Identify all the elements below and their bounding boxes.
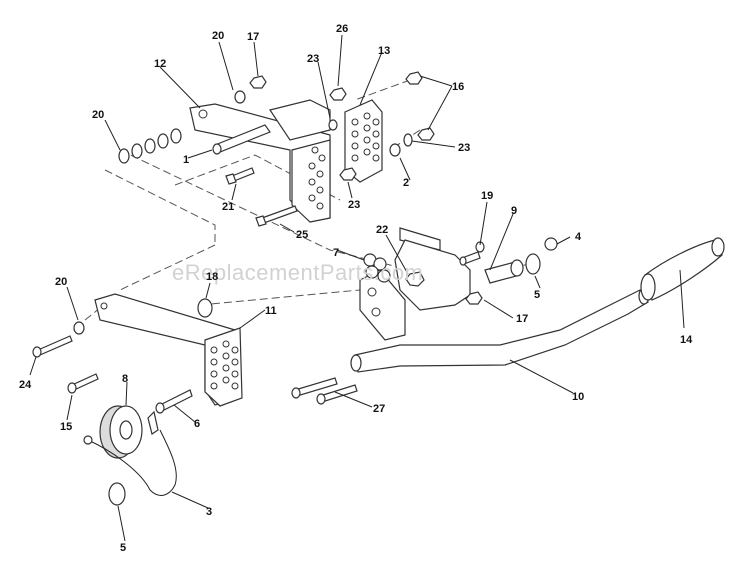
nut <box>405 71 423 85</box>
callout-19: 19 <box>481 190 493 202</box>
upper-left-bracket <box>189 99 331 223</box>
nut <box>329 87 347 101</box>
callout-23b: 23 <box>458 142 470 154</box>
nut <box>339 167 357 181</box>
callout-6: 6 <box>194 418 200 430</box>
watermark: eReplacementParts.com <box>172 260 423 285</box>
callout-2: 2 <box>403 177 409 189</box>
bolt <box>155 389 193 414</box>
bolt <box>459 241 485 266</box>
callout-26: 26 <box>336 23 348 35</box>
callout-27: 27 <box>373 403 385 415</box>
washer <box>234 90 246 104</box>
callout-12: 12 <box>154 58 166 70</box>
callout-8: 8 <box>122 373 128 385</box>
washer <box>73 321 85 335</box>
callout-1: 1 <box>183 154 189 166</box>
spacer-stack <box>363 253 391 283</box>
callout-20c: 20 <box>55 276 67 288</box>
callout-11: 11 <box>265 305 277 317</box>
callout-5: 5 <box>534 289 540 301</box>
bolts <box>291 377 358 405</box>
callout-leaders <box>29 34 685 542</box>
callout-23c: 23 <box>348 199 360 211</box>
spacer <box>389 143 401 157</box>
bushing <box>525 253 541 275</box>
washer <box>403 133 413 147</box>
bushing <box>197 298 213 318</box>
callout-7: 7 <box>333 247 339 259</box>
callout-23: 23 <box>307 53 319 65</box>
adjustment-knob <box>99 405 143 459</box>
pedal-arm <box>359 227 471 341</box>
handle-grip <box>640 237 725 301</box>
bolt <box>225 167 255 185</box>
pin <box>212 124 271 155</box>
bolt <box>32 335 73 358</box>
callout-13: 13 <box>378 45 390 57</box>
callout-15: 15 <box>60 421 72 433</box>
bushing <box>108 482 126 506</box>
washer-stack <box>118 128 182 164</box>
callout-20: 20 <box>212 30 224 42</box>
cable <box>83 410 177 496</box>
pedal-plate-upper <box>344 99 383 183</box>
nut <box>465 291 483 305</box>
callout-labels: 1 2 3 4 5 5 6 7 8 9 10 11 12 13 14 15 16… <box>19 23 693 554</box>
callout-9: 9 <box>511 205 517 217</box>
callout-25: 25 <box>296 229 308 241</box>
callout-16: 16 <box>452 81 464 93</box>
sleeve <box>484 259 524 284</box>
nut <box>405 271 425 287</box>
callout-22: 22 <box>376 224 388 236</box>
washer <box>328 119 338 131</box>
nut <box>249 75 267 89</box>
nut <box>417 127 435 141</box>
callout-17b: 17 <box>516 313 528 325</box>
callout-17: 17 <box>247 31 259 43</box>
callout-14: 14 <box>680 334 693 346</box>
callout-18: 18 <box>206 271 218 283</box>
callout-21: 21 <box>222 201 234 213</box>
callout-20b: 20 <box>92 109 104 121</box>
bolt <box>255 205 298 227</box>
callout-3: 3 <box>206 506 212 518</box>
bolt <box>67 373 99 394</box>
callout-24: 24 <box>19 379 32 391</box>
callout-4: 4 <box>575 231 582 243</box>
lower-left-bracket <box>94 293 243 407</box>
callout-10: 10 <box>572 391 584 403</box>
clip <box>544 237 558 251</box>
callout-5b: 5 <box>120 542 126 554</box>
